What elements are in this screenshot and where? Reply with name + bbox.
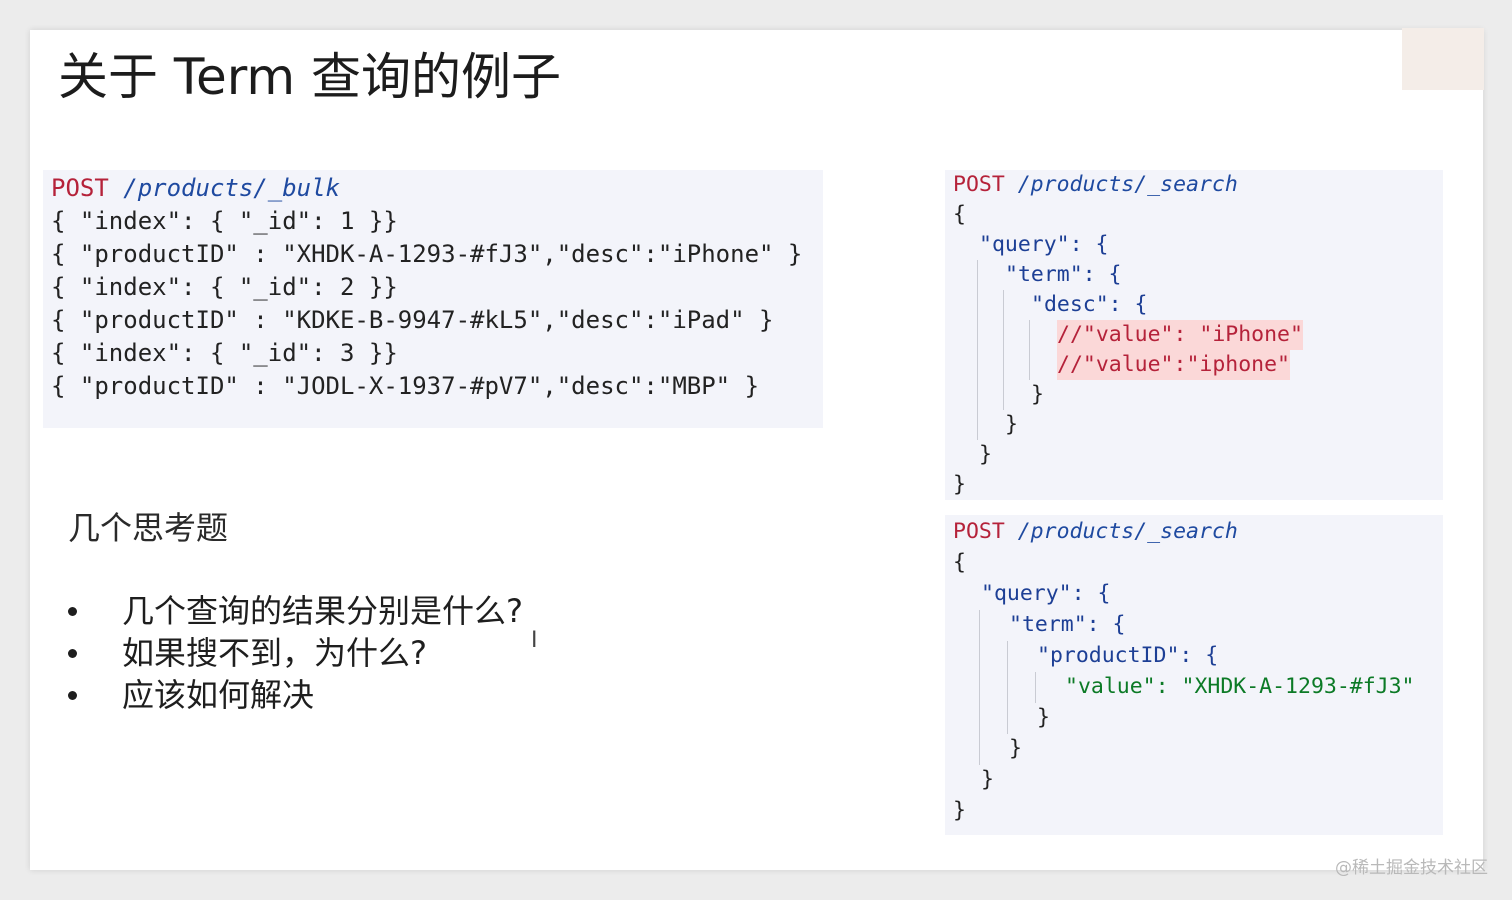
- code-line: { "productID" : "JODL-X-1937-#pV7","desc…: [51, 370, 759, 403]
- corner-block: [1402, 28, 1484, 90]
- list-item-text: 应该如何解决: [122, 676, 315, 714]
- code-line: }: [953, 798, 966, 823]
- highlighted-comment-line: //"value": "iPhone": [1057, 320, 1303, 350]
- bulk-code-block: POST /products/_bulk { "index": { "_id":…: [43, 170, 823, 428]
- list-item-text: 几个查询的结果分别是什么?: [122, 592, 523, 630]
- code-line: "term": {: [1005, 262, 1122, 287]
- code-line: POST /products/_search: [953, 517, 1238, 547]
- code-line: }: [1005, 412, 1018, 437]
- code-line: }: [1037, 705, 1050, 730]
- watermark: @稀土掘金技术社区: [1335, 858, 1488, 878]
- code-line: }: [1009, 736, 1022, 761]
- code-text: { "index": { "_id": 1 }}: [51, 207, 398, 235]
- request-path: /products/_search: [1017, 172, 1238, 197]
- code-line: "productID": {: [1037, 643, 1219, 668]
- questions-heading: 几个思考题: [68, 509, 229, 547]
- indent-guide: [979, 610, 980, 765]
- indent-guide: [977, 260, 978, 440]
- highlighted-comment-line: //"value":"iphone": [1057, 350, 1290, 380]
- code-line: { "index": { "_id": 3 }}: [51, 337, 398, 370]
- bullet-dot-icon: [68, 649, 77, 658]
- indent-guide: [1035, 672, 1036, 703]
- code-line: }: [981, 767, 994, 792]
- search-code-block-2: POST /products/_search { "query": { "ter…: [945, 515, 1443, 835]
- list-item-text: 如果搜不到，为什么?: [122, 634, 427, 672]
- code-line: "query": {: [979, 232, 1109, 257]
- http-method: POST: [953, 172, 1005, 197]
- http-method: POST: [953, 519, 1005, 544]
- indent-guide: [1007, 641, 1008, 734]
- code-line: POST /products/_bulk: [51, 172, 340, 205]
- bullet-dot-icon: [68, 691, 77, 700]
- code-text: { "index": { "_id": 2 }}: [51, 273, 398, 301]
- code-line: { "index": { "_id": 2 }}: [51, 271, 398, 304]
- code-line: POST /products/_search: [953, 170, 1238, 200]
- code-line: "query": {: [981, 581, 1111, 606]
- request-path: /products/_search: [1017, 519, 1238, 544]
- http-method: POST: [51, 174, 109, 202]
- code-text: { "productID" : "JODL-X-1937-#pV7","desc…: [51, 372, 760, 400]
- code-line: {: [953, 202, 966, 227]
- code-line: "term": {: [1009, 612, 1126, 637]
- code-line: {: [953, 550, 966, 575]
- code-line: { "productID" : "XHDK-A-1293-#fJ3","desc…: [51, 238, 802, 271]
- code-text: { "productID" : "XHDK-A-1293-#fJ3","desc…: [51, 240, 803, 268]
- request-path: /products/_bulk: [123, 174, 340, 202]
- text-cursor-icon: I: [531, 628, 538, 653]
- indent-guide: [1003, 290, 1004, 410]
- code-line: }: [979, 442, 992, 467]
- slide-title: 关于 Term 查询的例子: [58, 48, 561, 106]
- code-text: { "index": { "_id": 3 }}: [51, 339, 398, 367]
- bullet-dot-icon: [68, 607, 77, 616]
- code-line: }: [1031, 382, 1044, 407]
- code-text: { "productID" : "KDKE-B-9947-#kL5","desc…: [51, 306, 774, 334]
- indent-guide: [1029, 320, 1030, 380]
- code-line: { "index": { "_id": 1 }}: [51, 205, 398, 238]
- search-code-block-1: POST /products/_search { "query": { "ter…: [945, 170, 1443, 500]
- code-line: }: [953, 472, 966, 497]
- code-line: "desc": {: [1031, 292, 1148, 317]
- code-line: "value": "XHDK-A-1293-#fJ3": [1065, 674, 1415, 699]
- code-line: { "productID" : "KDKE-B-9947-#kL5","desc…: [51, 304, 773, 337]
